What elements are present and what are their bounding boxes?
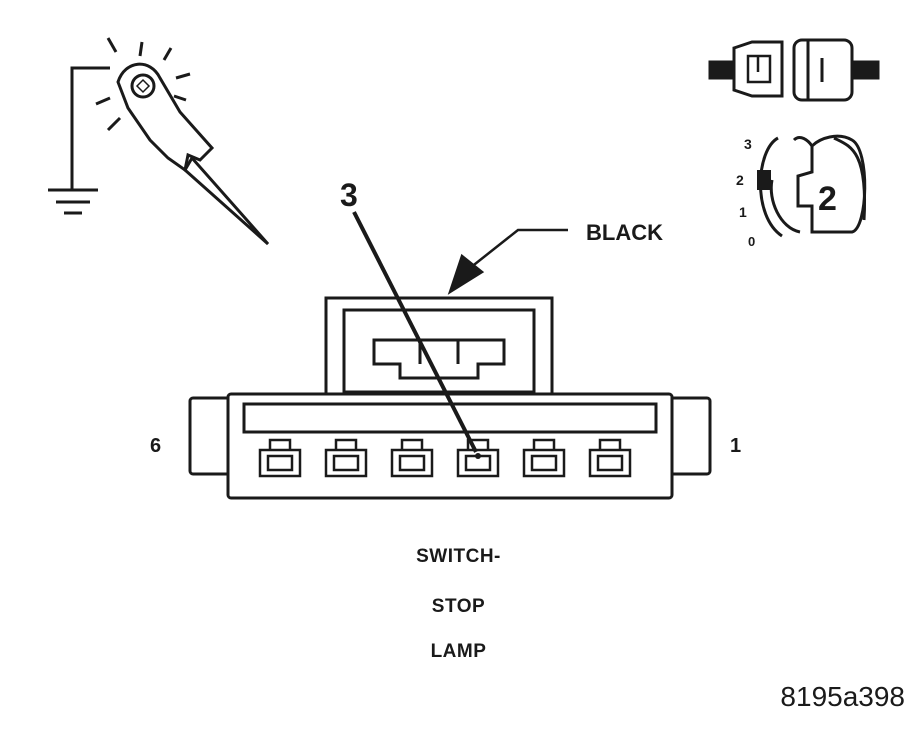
terminal-cavity-1 <box>588 438 632 478</box>
terminal-cavity-6 <box>258 438 302 478</box>
ignition-selected-position: 2 <box>818 180 837 218</box>
pin-callout-pointer <box>352 211 481 459</box>
terminal-cavity-5 <box>324 438 368 478</box>
figure-id: 8195a398 <box>780 681 905 712</box>
terminal-cavity-4 <box>390 438 434 478</box>
test-light-icon <box>48 37 270 246</box>
ignition-position-0: 0 <box>748 234 755 249</box>
caption-line-2: STOP <box>431 596 486 617</box>
connector-color-label: BLACK <box>586 220 663 245</box>
terminal-cavity-2 <box>522 438 566 478</box>
pin-label-right: 1 <box>730 435 741 457</box>
ignition-position-3: 3 <box>744 136 752 152</box>
caption-line-3: LAMP <box>430 641 487 662</box>
ignition-key-icon <box>757 134 867 238</box>
terminal-cavities <box>258 438 632 478</box>
ignition-position-1: 1 <box>739 204 747 220</box>
ignition-position-2: 2 <box>736 172 744 188</box>
color-leader-arrow <box>447 228 568 295</box>
caption-line-1: SWITCH- <box>416 546 501 567</box>
pin-label-left: 6 <box>150 435 161 457</box>
pin-callout-number: 3 <box>340 177 358 213</box>
disconnected-connector-icon <box>708 38 880 102</box>
